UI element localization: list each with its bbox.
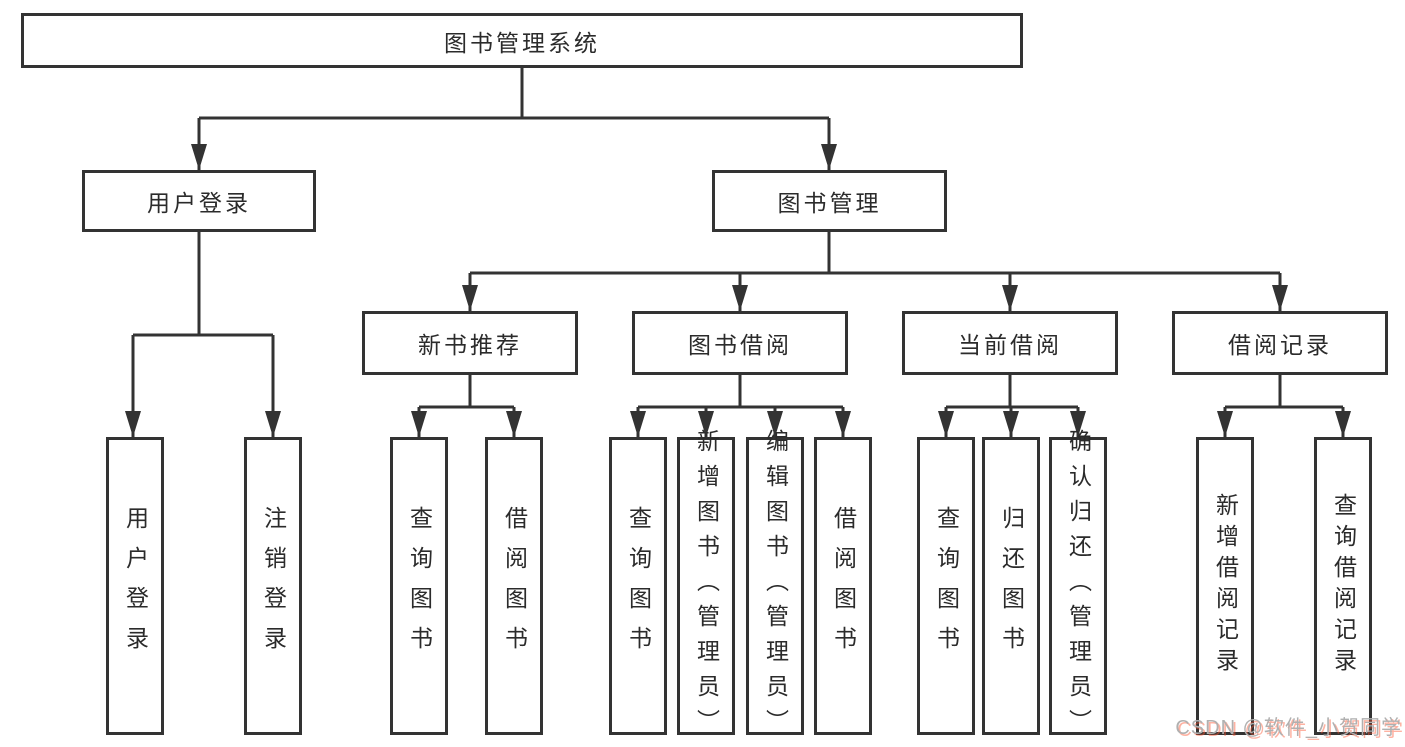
node-borrow-books-2: 借阅图书 [814,437,872,735]
node-current-borrowing: 当前借阅 [902,311,1118,375]
node-return-books: 归还图书 [982,437,1040,735]
node-root: 图书管理系统 [21,13,1023,68]
arrowheads [125,144,1351,437]
node-book-management: 图书管理 [712,170,947,232]
node-book-borrowing: 图书借阅 [632,311,848,375]
node-user-login: 用户登录 [82,170,316,232]
csdn-watermark: CSDN @软件_小贺同学 [1175,717,1402,739]
node-user-login-leaf: 用户登录 [106,437,164,735]
node-add-books-admin: 新增图书（管理员） [677,429,735,744]
node-edit-books-admin: 编辑图书（管理员） [746,429,804,744]
node-query-borrow-record: 查询借阅记录 [1314,437,1372,735]
node-confirm-return-admin: 确认归还（管理员） [1049,429,1107,744]
node-query-books-1: 查询图书 [390,437,448,735]
node-borrow-records: 借阅记录 [1172,311,1388,375]
node-logout: 注销登录 [244,437,302,735]
node-borrow-books-1: 借阅图书 [485,437,543,735]
node-query-books-3: 查询图书 [917,437,975,735]
node-query-books-2: 查询图书 [609,437,667,735]
node-new-book-recommend: 新书推荐 [362,311,578,375]
node-add-borrow-record: 新增借阅记录 [1196,437,1254,735]
